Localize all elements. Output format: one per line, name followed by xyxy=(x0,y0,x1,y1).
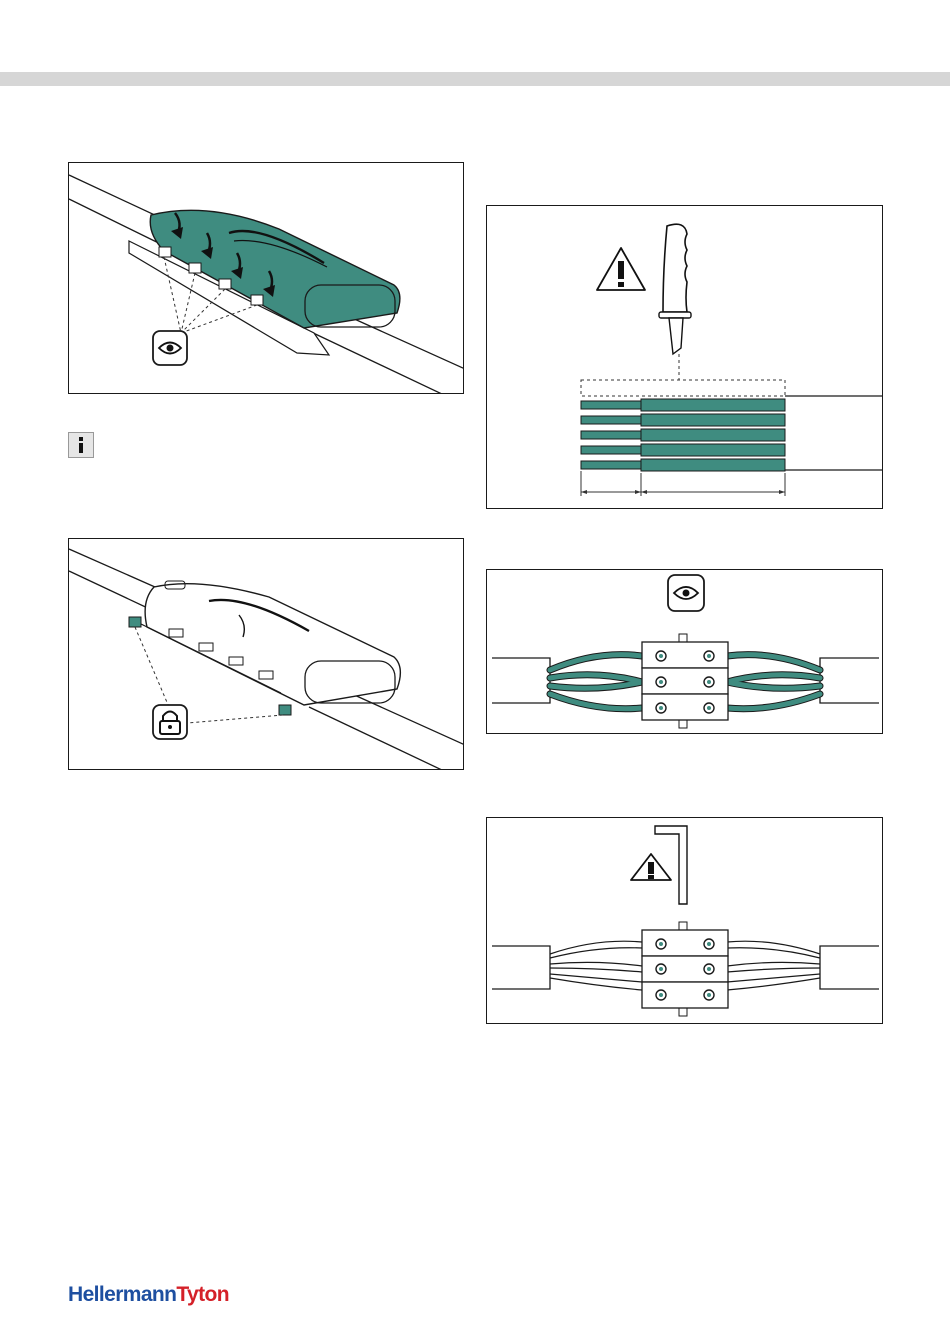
header-bar xyxy=(0,72,950,86)
eye-icon xyxy=(668,575,704,611)
knife-icon xyxy=(659,224,691,354)
figure-connector-tightening xyxy=(486,817,883,1024)
figure-cover-closing xyxy=(68,162,464,394)
warning-icon xyxy=(631,854,671,880)
eye-icon xyxy=(153,331,187,365)
info-icon xyxy=(68,432,94,458)
brand-logo: HellermannTyton xyxy=(68,1283,229,1307)
warning-icon xyxy=(597,248,645,290)
wire-bundle xyxy=(581,399,785,471)
cover-shell xyxy=(150,210,400,328)
padlock-icon xyxy=(153,705,187,739)
connector-block xyxy=(642,930,728,1008)
brand-name-part2: Tyton xyxy=(176,1283,229,1306)
connector-block xyxy=(642,642,728,720)
figure-connector-inspection xyxy=(486,569,883,734)
brand-name-part1: Hellermann xyxy=(68,1283,176,1306)
figure-cover-locked xyxy=(68,538,464,770)
figure-cable-stripping xyxy=(486,205,883,509)
